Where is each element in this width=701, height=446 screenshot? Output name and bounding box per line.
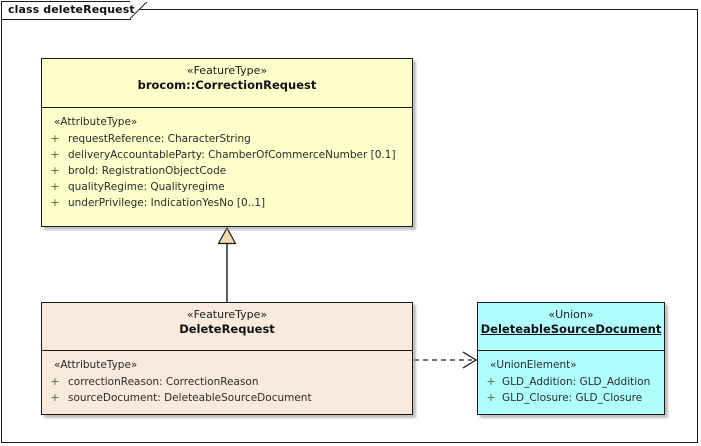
attribute-label: GLD_Closure: GLD_Closure — [502, 392, 643, 404]
attribute-row[interactable]: + deliveryAccountableParty: ChamberOfCom… — [42, 147, 412, 163]
visibility-marker: + — [50, 148, 60, 161]
attribute-label: deliveryAccountableParty: ChamberOfComme… — [68, 149, 396, 161]
attribute-row[interactable]: + broId: RegistrationObjectCode — [42, 163, 412, 179]
generalization-connector — [217, 226, 237, 302]
attribute-row[interactable]: + underPrivilege: IndicationYesNo [0..1] — [42, 195, 412, 211]
attribute-label: qualityRegime: Qualityregime — [68, 181, 225, 193]
compartment-stereotype: «AttributeType» — [54, 359, 138, 371]
class-header-delete-request: «FeatureType» DeleteRequest — [42, 303, 412, 351]
visibility-marker: + — [486, 375, 496, 388]
compartment-stereotype: «UnionElement» — [490, 359, 577, 371]
attribute-row[interactable]: + GLD_Closure: GLD_Closure — [478, 390, 664, 406]
attribute-label: underPrivilege: IndicationYesNo [0..1] — [68, 197, 266, 209]
class-stereotype: «Union» — [548, 308, 594, 321]
class-attributes-deleteable-source-document: «UnionElement» + GLD_Addition: GLD_Addit… — [478, 351, 664, 414]
class-box-deleteable-source-document[interactable]: «Union» DeleteableSourceDocument «UnionE… — [477, 302, 665, 415]
attribute-row[interactable]: + correctionReason: CorrectionReason — [42, 374, 412, 390]
visibility-marker: + — [50, 375, 60, 388]
attribute-row[interactable]: + sourceDocument: DeleteableSourceDocume… — [42, 390, 412, 406]
compartment-stereotype: «AttributeType» — [54, 116, 138, 128]
visibility-marker: + — [50, 132, 60, 145]
attribute-row[interactable]: + qualityRegime: Qualityregime — [42, 179, 412, 195]
dependency-connector — [414, 351, 478, 369]
visibility-marker: + — [50, 391, 60, 404]
class-name: DeleteableSourceDocument — [480, 322, 662, 336]
class-stereotype: «FeatureType» — [186, 64, 268, 77]
class-name: brocom::CorrectionRequest — [137, 78, 317, 92]
diagram-name-tab — [1, 1, 131, 20]
class-header-correction-request: «FeatureType» brocom::CorrectionRequest — [42, 59, 412, 108]
visibility-marker: + — [50, 180, 60, 193]
diagram-name-tab-corner — [130, 1, 149, 20]
visibility-marker: + — [486, 391, 496, 404]
class-attributes-correction-request: «AttributeType» + requestReference: Char… — [42, 108, 412, 226]
attribute-label: GLD_Addition: GLD_Addition — [502, 376, 651, 388]
attribute-row[interactable]: + GLD_Addition: GLD_Addition — [478, 374, 664, 390]
attribute-row[interactable]: + requestReference: CharacterString — [42, 131, 412, 147]
class-attributes-delete-request: «AttributeType» + correctionReason: Corr… — [42, 351, 412, 414]
attribute-label: broId: RegistrationObjectCode — [68, 165, 227, 177]
diagram-title: class deleteRequest — [8, 3, 135, 16]
class-name: DeleteRequest — [179, 322, 275, 336]
attribute-label: correctionReason: CorrectionReason — [68, 376, 259, 388]
visibility-marker: + — [50, 196, 60, 209]
visibility-marker: + — [50, 164, 60, 177]
class-box-correction-request[interactable]: «FeatureType» brocom::CorrectionRequest … — [41, 58, 413, 227]
attribute-label: sourceDocument: DeleteableSourceDocument — [68, 392, 312, 404]
attribute-label: requestReference: CharacterString — [68, 133, 251, 145]
class-box-delete-request[interactable]: «FeatureType» DeleteRequest «AttributeTy… — [41, 302, 413, 415]
class-header-deleteable-source-document: «Union» DeleteableSourceDocument — [478, 303, 664, 351]
class-stereotype: «FeatureType» — [186, 308, 268, 321]
